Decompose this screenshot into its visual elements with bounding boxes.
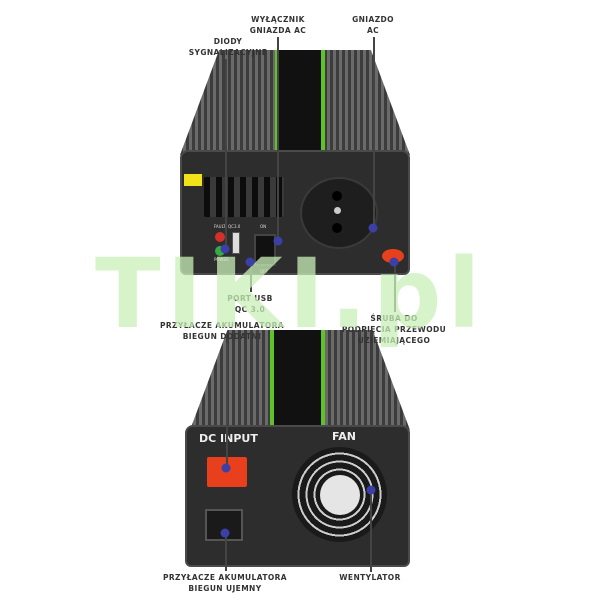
front-panel: FAULT QC3.0 ON OFF POWER xyxy=(180,150,410,275)
marker-dot xyxy=(221,463,231,473)
fan-grille xyxy=(292,447,387,542)
ground-screw[interactable] xyxy=(382,249,404,263)
ac-switch[interactable] xyxy=(254,234,276,266)
marker-dot xyxy=(245,257,255,267)
watermark: TIKI.pl xyxy=(95,238,487,350)
qc-text: QC3.0 xyxy=(228,224,241,229)
heatsink-top xyxy=(180,50,410,155)
on-text: ON xyxy=(260,224,267,229)
green-stripe xyxy=(275,50,325,155)
marker-dot xyxy=(220,528,230,538)
power-text: POWER xyxy=(214,257,229,262)
fault-text: FAULT xyxy=(214,224,226,229)
marker-dot xyxy=(220,244,230,254)
usb-port[interactable] xyxy=(232,232,240,254)
marker-dot xyxy=(368,223,378,233)
warning-sticker xyxy=(184,174,202,186)
power-led xyxy=(215,246,225,256)
off-text: OFF xyxy=(260,269,268,274)
marker-dot xyxy=(273,236,283,246)
fault-led xyxy=(215,232,225,242)
back-panel: DC INPUT FAN xyxy=(185,425,410,567)
marker-dot xyxy=(389,257,399,267)
fan-text: FAN xyxy=(332,430,356,443)
dc-negative-terminal[interactable] xyxy=(205,509,243,541)
marker-dot xyxy=(366,485,376,495)
ac-socket[interactable] xyxy=(300,177,378,249)
dc-input-text: DC INPUT xyxy=(199,432,258,445)
green-stripe xyxy=(270,330,325,430)
label-fan: WENTYLATOR xyxy=(339,573,401,582)
